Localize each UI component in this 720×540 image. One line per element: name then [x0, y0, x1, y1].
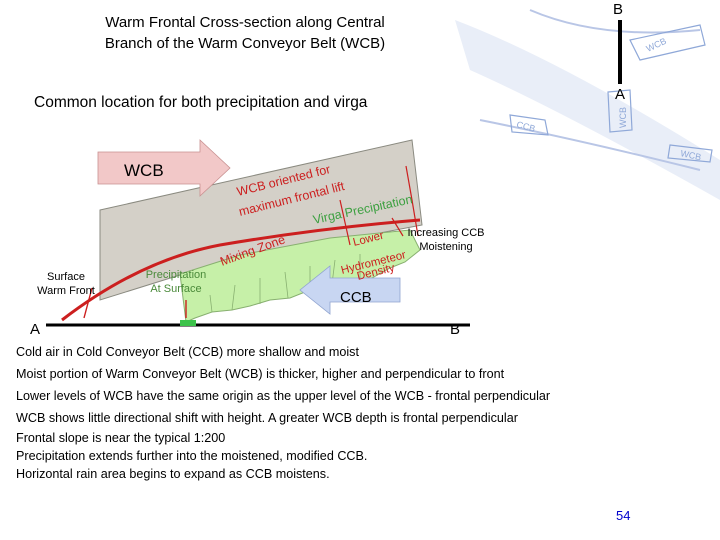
pointer-line — [405, 165, 419, 237]
pointer-line — [339, 199, 351, 246]
note-line: Moist portion of Warm Conveyor Belt (WCB… — [16, 367, 505, 381]
note-line: Frontal slope is near the typical 1:200 — [16, 431, 226, 445]
map-frontal-zone — [455, 20, 720, 200]
subtitle: Common location for both precipitation a… — [34, 94, 368, 111]
map-wcb-arrow — [629, 24, 706, 61]
wcb-arrow-label: WCB — [124, 161, 164, 180]
pointer-line — [83, 287, 93, 319]
map-contour — [529, 9, 701, 34]
map-label: CCB — [515, 119, 536, 134]
ccb-arrow-label: CCB — [340, 289, 372, 306]
note-line: WCB shows little directional shift with … — [16, 411, 518, 425]
increasing-ccb-label: Increasing CCB — [407, 227, 484, 239]
map-contour — [479, 119, 701, 171]
page-number: 54 — [616, 508, 631, 523]
note-line: Cold air in Cold Conveyor Belt (CCB) mor… — [16, 345, 359, 359]
map-point-a: A — [615, 86, 626, 103]
map-wcb-arrow — [607, 89, 633, 133]
wcb-arrow — [97, 139, 231, 197]
map-label: WCB — [618, 107, 628, 128]
surface-warm-front-label: Warm Front — [37, 285, 95, 297]
note-line: Horizontal rain area begins to expand as… — [16, 467, 330, 481]
virga-streaks — [209, 254, 361, 313]
map-ccb-arrow — [509, 114, 549, 136]
pointer-line — [391, 217, 404, 237]
note-line: Lower levels of WCB have the same origin… — [16, 389, 551, 403]
surface-precip-marker — [180, 320, 196, 326]
map-wcb-arrow — [667, 144, 713, 163]
diagram-title: Warm Frontal Cross-section along Central… — [104, 14, 386, 52]
map-inset: WCB CCB WCB WCB — [455, 9, 720, 200]
surface-warm-front-label: Surface — [47, 271, 85, 283]
ccb-arrow — [299, 265, 401, 315]
note-line: Precipitation extends further into the m… — [16, 449, 368, 463]
precip-at-surface-label: At Surface — [150, 283, 201, 295]
precip-at-surface-label: Precipitation — [146, 269, 207, 281]
endpoint-a: A — [30, 321, 40, 338]
map-point-b: B — [613, 1, 624, 18]
increasing-ccb-label: Moistening — [419, 241, 472, 253]
frontal-surface — [61, 218, 421, 322]
endpoint-b: B — [450, 321, 460, 338]
map-label: WCB — [680, 148, 703, 162]
map-label: WCB — [645, 36, 668, 54]
